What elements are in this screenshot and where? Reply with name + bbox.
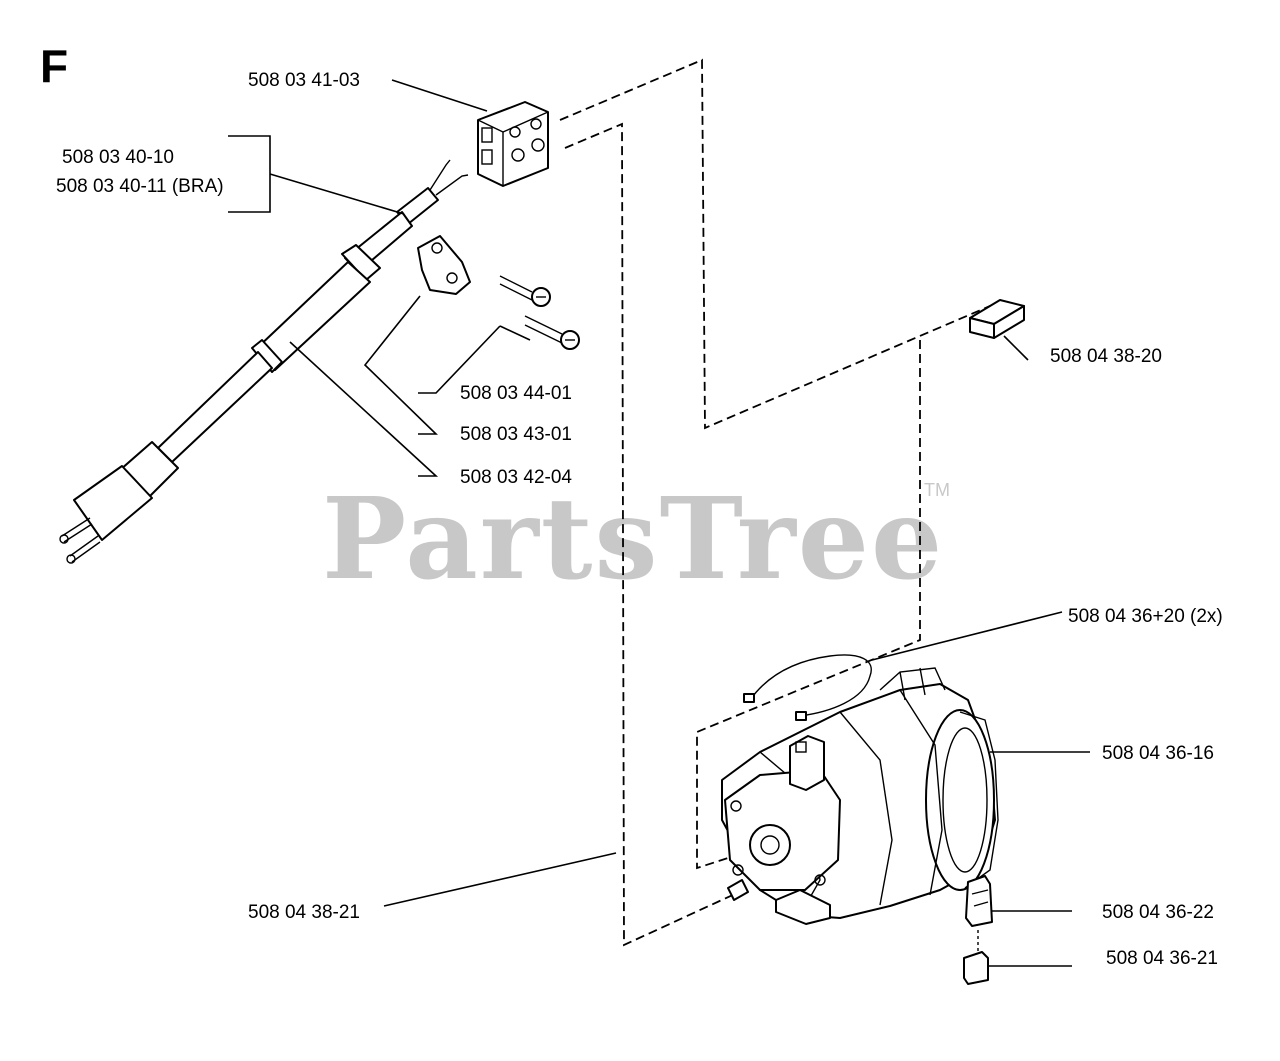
label-cord-a: 508 03 40-10 [62,147,174,168]
carbon-brush-part [963,951,989,985]
label-motor: 508 04 36-16 [1102,743,1214,764]
brush-holder-part [965,875,993,952]
label-brush-spring-top: 508 04 38-20 [1050,346,1162,367]
label-plate: 508 03 43-01 [460,424,572,445]
terminal-block-part [477,101,549,187]
wire-lead-part [743,654,872,721]
watermark: PartsTree [322,474,944,605]
label-cord-b: 508 03 40-11 (BRA) [56,176,224,197]
leader-lines [269,79,1090,967]
cord-label-bracket [228,135,271,213]
label-terminal-block: 508 03 41-03 [248,70,360,91]
screws-part [499,275,580,350]
plate-part [417,235,471,295]
brush-spring-part [969,299,1025,339]
label-screws: 508 03 44-01 [460,383,572,404]
label-brush-holder: 508 04 36-22 [1102,902,1214,923]
label-carbon-brush: 508 04 36-21 [1106,948,1218,969]
label-sleeve: 508 03 42-04 [460,467,572,488]
section-letter: F [40,40,68,92]
power-cord-part [59,159,469,564]
motor-part [721,667,999,925]
label-wire-bottom: 508 04 38-21 [248,902,360,923]
label-wire-lead: 508 04 36+20 (2x) [1068,606,1223,627]
watermark-tm: TM [924,480,950,500]
assembly-dashed-lines [559,58,991,947]
